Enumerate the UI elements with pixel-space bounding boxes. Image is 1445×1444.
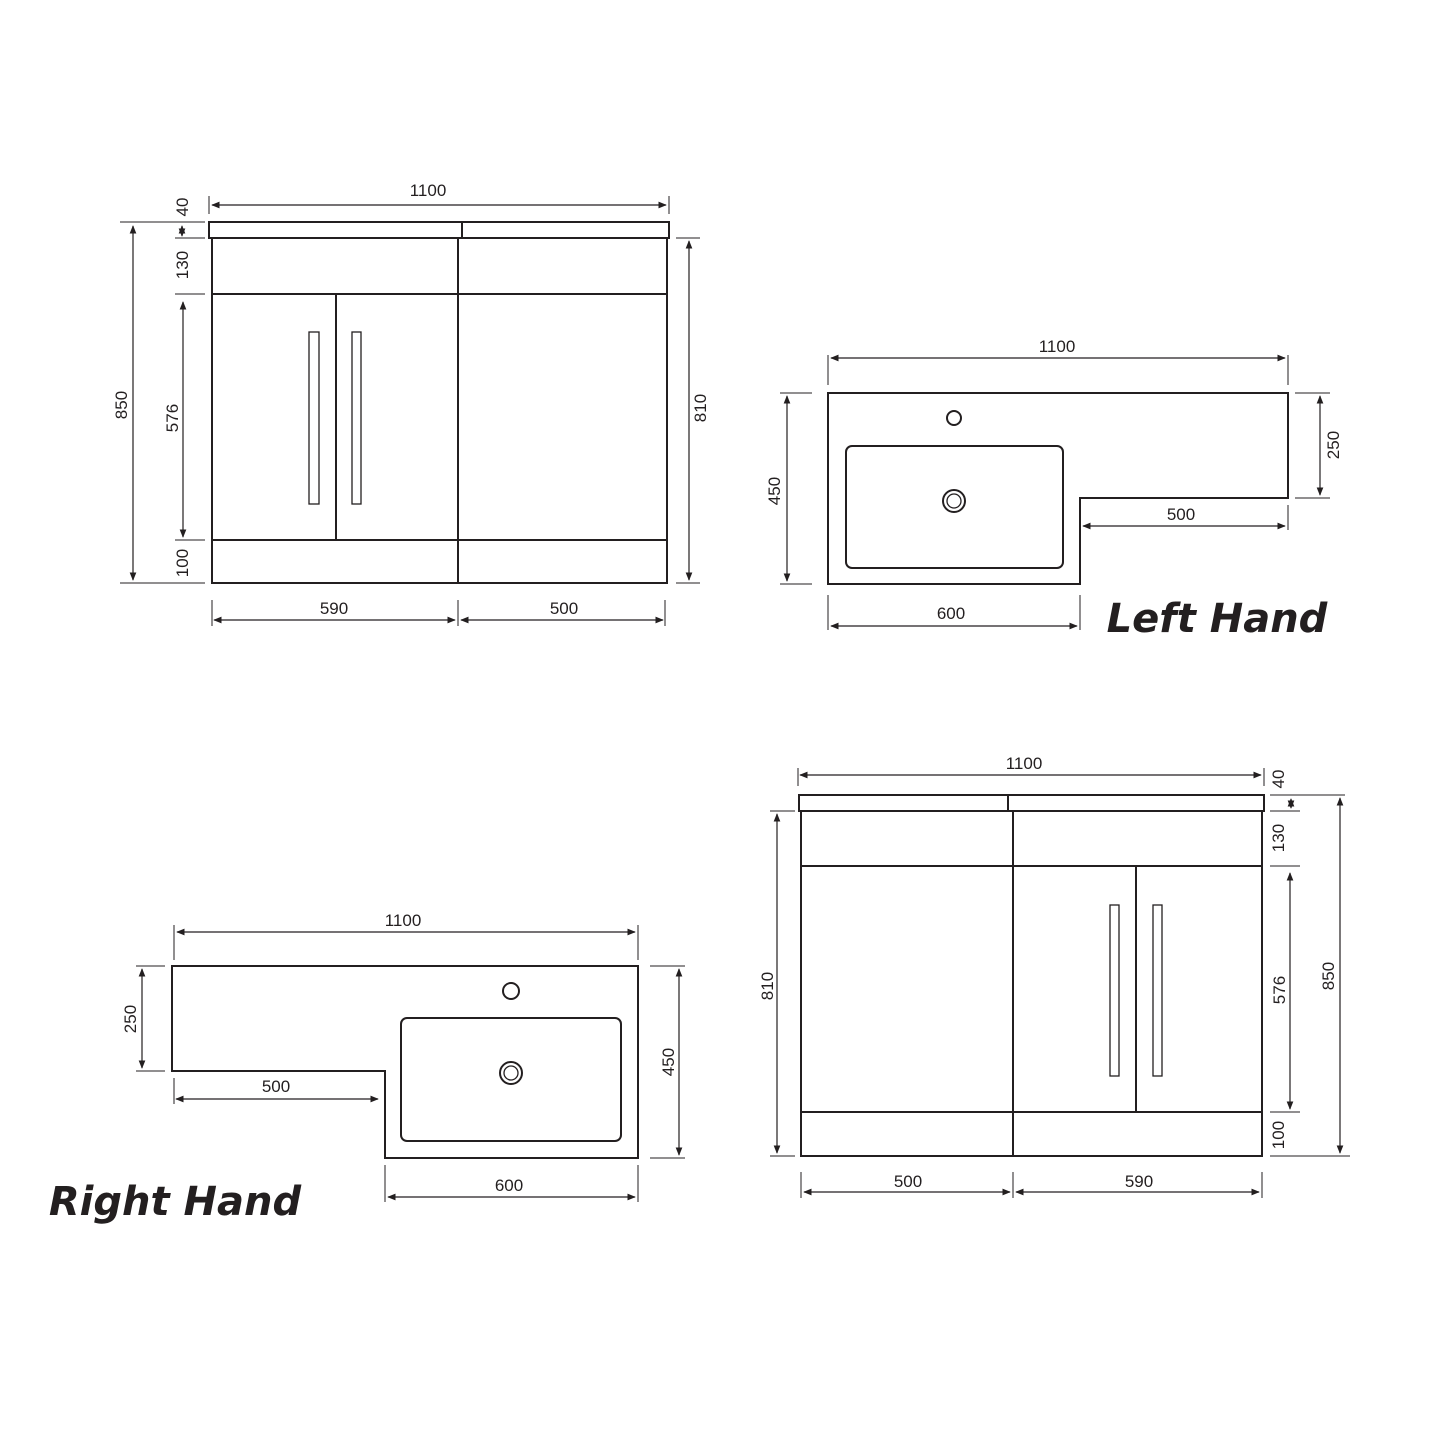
dimension-label: 600 [495,1176,523,1195]
dimension-bottom-widths: 500 590 [800,1172,1263,1198]
basin-top-outline [171,965,639,1159]
dimension-return-width: 500 [173,1077,379,1104]
door-handle [1152,904,1163,1077]
tap-hole-icon [502,982,520,1000]
dimension-label: 1100 [410,181,447,200]
dimension-basin-width: 600 [384,1165,639,1202]
dimension-label: 810 [758,972,777,1000]
dimension-label: 500 [262,1077,290,1096]
dimension-label: 250 [1324,431,1343,459]
dimension-width: 1100 [173,911,639,960]
dimension-carcass-height: 810 [758,810,795,1157]
dimension-label: 1100 [1006,754,1043,773]
dimension-total-height: 850 [1270,797,1350,1157]
door-handle [308,331,320,505]
dimension-label: 576 [1270,976,1289,1004]
right-hand-top-view: 1100 250 450 500 600 Right Hand [49,911,685,1225]
dimension-worktop: 40 [173,198,205,239]
dimension-label: 450 [765,477,784,505]
dimension-door: 576 [1270,865,1300,1113]
dimension-label: 500 [1167,505,1195,524]
right-hand-front-elevation: 1100 40 130 576 100 850 810 500 [758,754,1350,1198]
dimension-label: 850 [1319,962,1338,990]
drain-icon [499,1061,523,1085]
carcass [800,810,1263,1157]
dimension-width: 1100 [208,181,670,214]
drain-icon [942,489,966,513]
dimension-label: 590 [320,599,348,618]
dimension-label-drawer: 130 [173,251,192,279]
tap-hole-icon [946,410,962,426]
dimension-basin-width: 600 [827,595,1081,630]
dimension-label: 500 [550,599,578,618]
dimension-label-plinth: 100 [173,549,192,577]
door-handle [1109,904,1120,1077]
dimension-door: 576 [163,293,205,541]
dimension-worktop: 40 [1269,770,1345,812]
left-hand-front-elevation: 1100 850 40 130 576 100 810 590 [112,181,710,626]
dimension-label: 1100 [385,911,422,930]
carcass [211,237,668,584]
basin-top-outline [827,392,1289,585]
dimension-label: 576 [163,404,182,432]
basin-bowl [845,445,1064,569]
dimension-label: 40 [1269,770,1288,789]
left-hand-top-view: 1100 450 250 500 600 Left Hand [765,337,1343,642]
dimension-label: 590 [1125,1172,1153,1191]
right-hand-label: Right Hand [49,1179,302,1225]
worktop [798,794,1265,812]
dimension-width: 1100 [797,754,1265,786]
dimension-label: 40 [173,198,192,217]
left-hand-label: Left Hand [1107,596,1328,642]
dimension-carcass-height: 810 [676,237,710,584]
dimension-label: 500 [894,1172,922,1191]
dimension-total-height: 850 [112,221,205,584]
dimension-label: 810 [691,394,710,422]
dimension-label: 250 [121,1005,140,1033]
dimension-width: 1100 [827,337,1289,385]
dimension-label: 850 [112,391,131,419]
dimension-label: 600 [937,604,965,623]
dimension-depth: 450 [765,392,812,585]
dimension-return-depth: 250 [121,965,165,1072]
dimension-label-drawer: 130 [1269,824,1288,852]
dimension-return-depth: 250 [1295,392,1343,499]
worktop [208,221,670,239]
dimension-label-plinth: 100 [1269,1121,1288,1149]
basin-bowl [400,1017,622,1142]
dimension-bottom-widths: 590 500 [211,599,666,626]
dimension-label: 1100 [1039,337,1076,356]
dimension-return-width: 500 [1082,505,1289,530]
dimension-depth: 450 [650,965,685,1159]
door-handle [351,331,362,505]
dimension-label: 450 [659,1048,678,1076]
